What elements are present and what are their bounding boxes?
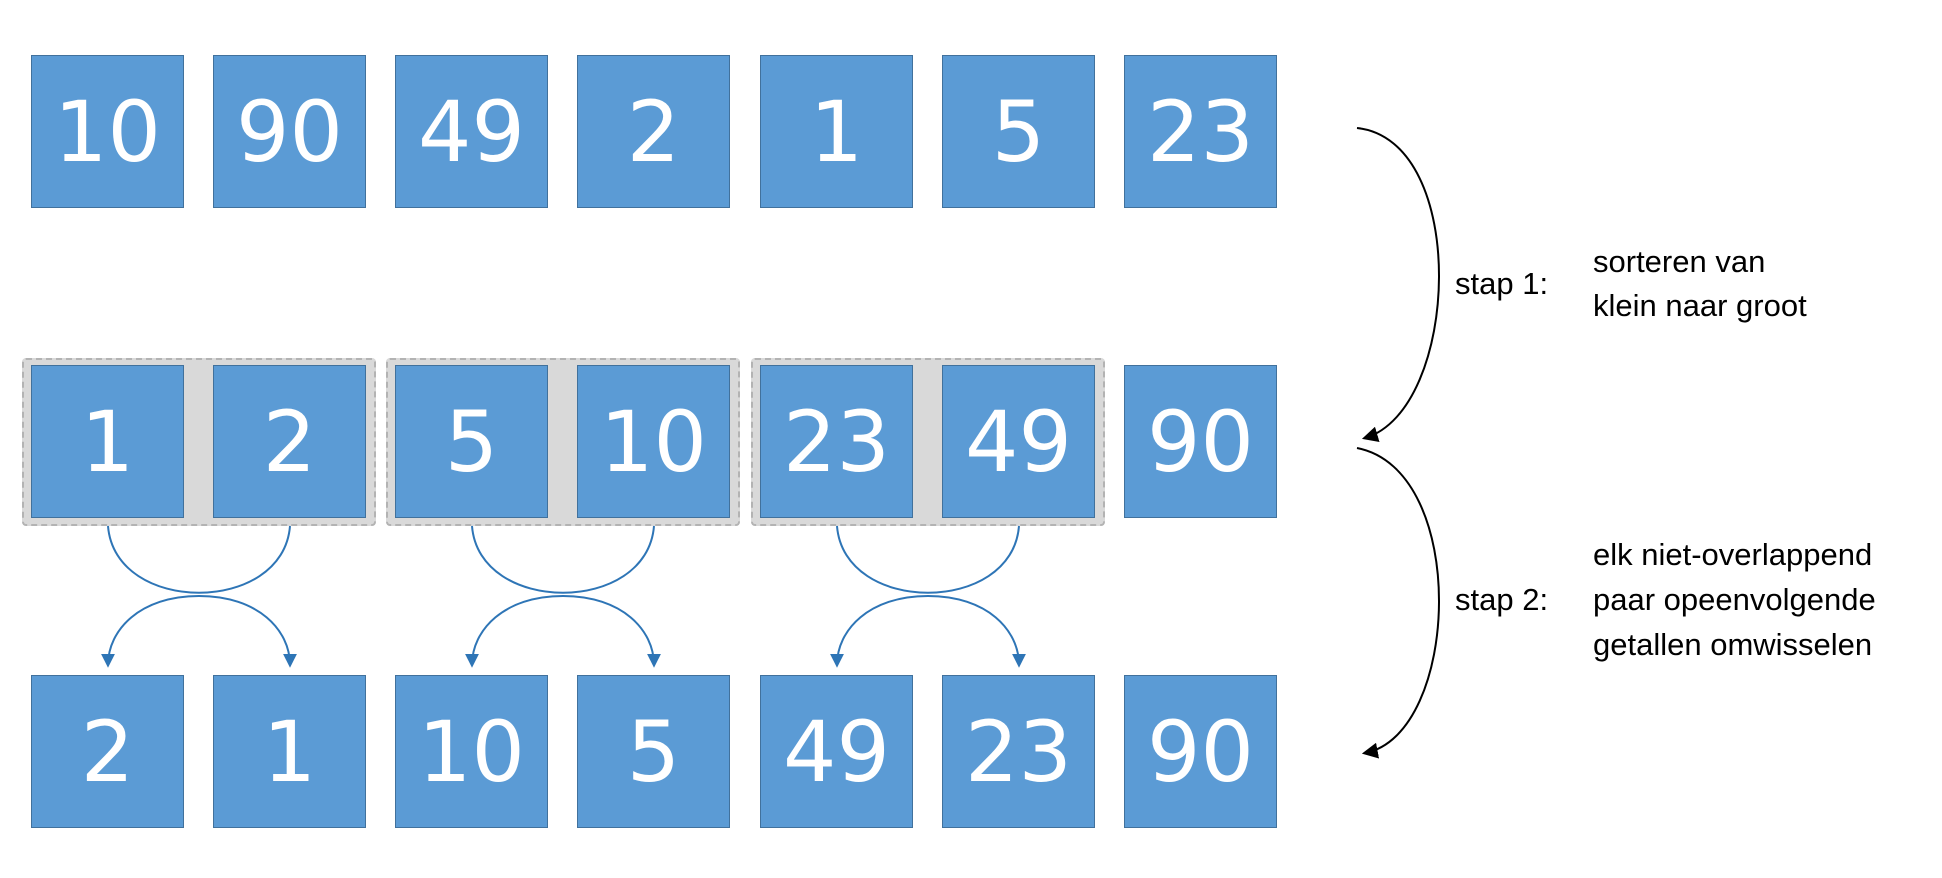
swap-arrow (830, 595, 929, 668)
step-2-description-line: elk niet-overlappend (1593, 537, 1873, 572)
step-2-label: stap 2: (1455, 582, 1549, 617)
swapped-number-box: 90 (1124, 675, 1277, 828)
sorted-number-box: 1 (31, 365, 184, 518)
original-number-box: 90 (213, 55, 366, 208)
original-number-box: 49 (395, 55, 548, 208)
swapped-number-box: 5 (577, 675, 730, 828)
step-2-description-line: getallen omwisselen (1593, 627, 1873, 662)
step-1-description-line: klein naar groot (1593, 288, 1807, 323)
step-1-arrow (1356, 127, 1440, 443)
step-2-arrow (1356, 447, 1440, 759)
swap-arrow (471, 525, 655, 594)
sorted-number-box: 23 (760, 365, 913, 518)
original-number-box: 5 (942, 55, 1095, 208)
step-1-description-line: sorteren van (1593, 244, 1766, 279)
swapped-number-box: 23 (942, 675, 1095, 828)
step-1-label: stap 1: (1455, 266, 1549, 301)
original-number-box: 2 (577, 55, 730, 208)
swapped-number-box: 2 (31, 675, 184, 828)
original-number-box: 1 (760, 55, 913, 208)
step-2-description-line: paar opeenvolgende (1593, 582, 1876, 617)
swap-arrow (198, 595, 297, 668)
swap-arrow (107, 525, 291, 594)
sorted-number-box: 49 (942, 365, 1095, 518)
original-number-box: 10 (31, 55, 184, 208)
swap-arrow (562, 595, 661, 668)
swapped-number-box: 49 (760, 675, 913, 828)
sorted-number-box: 10 (577, 365, 730, 518)
swap-arrow (101, 595, 200, 668)
original-number-box: 23 (1124, 55, 1277, 208)
swapped-number-box: 10 (395, 675, 548, 828)
swap-arrow (836, 525, 1020, 594)
swapped-number-box: 1 (213, 675, 366, 828)
swap-arrow (927, 595, 1026, 668)
sorted-number-box: 2 (213, 365, 366, 518)
sorted-number-box: 5 (395, 365, 548, 518)
swap-arrow (465, 595, 564, 668)
sorted-number-box: 90 (1124, 365, 1277, 518)
